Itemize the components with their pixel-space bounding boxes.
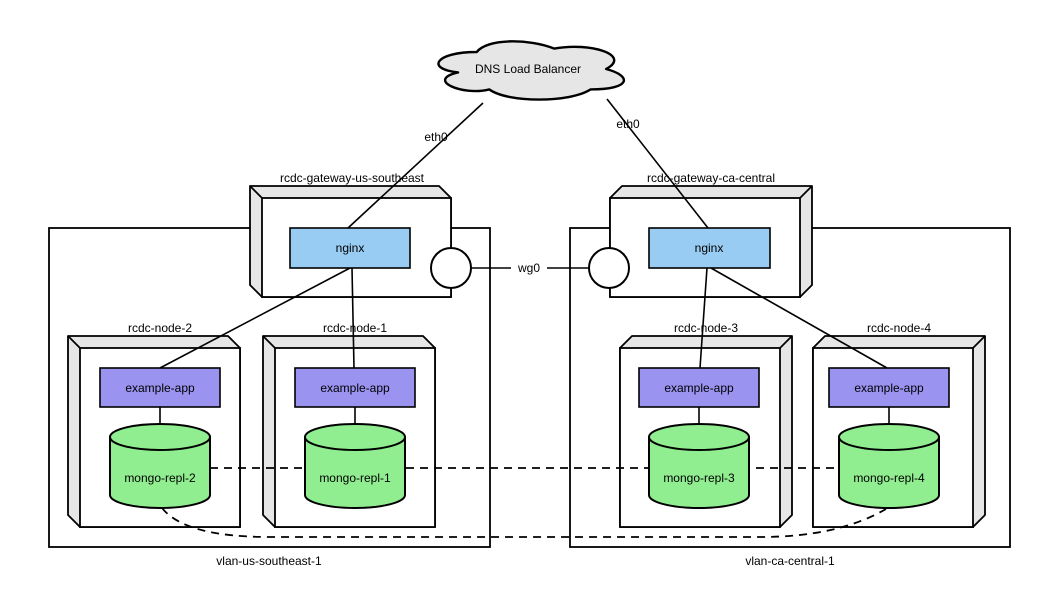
gateway-box-edge xyxy=(799,185,813,199)
example-app-box xyxy=(294,367,416,408)
vlan-label: vlan-ca-central-1 xyxy=(745,554,835,568)
mongo-replica-link-dashed-curve xyxy=(161,507,887,538)
cylinder-body xyxy=(304,436,406,509)
mongo-repl-1-cylinder: mongo-repl-1 xyxy=(304,423,406,509)
node-box-edge xyxy=(262,335,276,349)
cylinder-top xyxy=(648,423,750,451)
nginx-box xyxy=(648,227,771,269)
mongo-repl-3-cylinder: mongo-repl-3 xyxy=(648,423,750,509)
wg0-label: wg0 xyxy=(517,261,540,275)
node-label: rcdc-node-3 xyxy=(674,321,738,335)
nginx-to-node1-link xyxy=(351,267,355,369)
mongo-repl-4-cylinder: mongo-repl-4 xyxy=(838,423,940,509)
gateway-label: rcdc-gateway-ca-central xyxy=(647,171,775,185)
example-app-box xyxy=(828,367,950,408)
gateway-label: rcdc-gateway-us-southeast xyxy=(280,171,425,185)
example-app-label: example-app xyxy=(854,381,924,395)
mongo-repl-2-cylinder: mongo-repl-2 xyxy=(109,423,211,509)
cylinder-body xyxy=(838,436,940,509)
cylinder-top xyxy=(109,423,211,451)
cylinder-body xyxy=(109,436,211,509)
eth0-label-left: eth0 xyxy=(424,130,448,144)
cloud-label: DNS Load Balancer xyxy=(475,62,581,76)
example-app-box xyxy=(638,367,760,408)
example-app-label: example-app xyxy=(320,381,390,395)
gateway-box-edge xyxy=(249,185,263,199)
example-app-label: example-app xyxy=(664,381,734,395)
wg0-label-bg xyxy=(511,259,547,276)
nginx-to-node2-link xyxy=(159,267,351,369)
eth0-label-right: eth0 xyxy=(616,117,640,131)
dns-load-balancer-group: DNS Load Balancer xyxy=(437,40,625,101)
example-app-box xyxy=(99,367,221,408)
nginx-to-node3-link xyxy=(699,267,708,369)
node-label: rcdc-node-1 xyxy=(323,321,387,335)
vlan-label: vlan-us-southeast-1 xyxy=(216,554,322,568)
cloud-shape xyxy=(437,40,625,101)
mongo-label: mongo-repl-1 xyxy=(319,471,391,485)
node-label: rcdc-node-2 xyxy=(128,321,192,335)
nginx-to-node4-link xyxy=(710,267,888,369)
nginx-label: nginx xyxy=(336,241,365,255)
cylinder-top xyxy=(838,423,940,451)
nginx-box xyxy=(289,227,411,269)
node-box-edge xyxy=(67,335,81,349)
node-label: rcdc-node-4 xyxy=(867,321,931,335)
eth0-link-left xyxy=(347,102,484,229)
eth0-link-right xyxy=(606,98,709,229)
mongo-label: mongo-repl-2 xyxy=(124,471,196,485)
wg0-interface-circle-right xyxy=(588,247,630,289)
nginx-label: nginx xyxy=(695,241,724,255)
mongo-label: mongo-repl-4 xyxy=(853,471,925,485)
mongo-label: mongo-repl-3 xyxy=(663,471,735,485)
node-box-edge xyxy=(779,335,793,349)
example-app-label: example-app xyxy=(125,381,195,395)
cylinder-body xyxy=(648,436,750,509)
cylinder-top xyxy=(304,423,406,451)
wg0-interface-circle-left xyxy=(430,247,472,289)
node-box-edge xyxy=(972,335,986,349)
